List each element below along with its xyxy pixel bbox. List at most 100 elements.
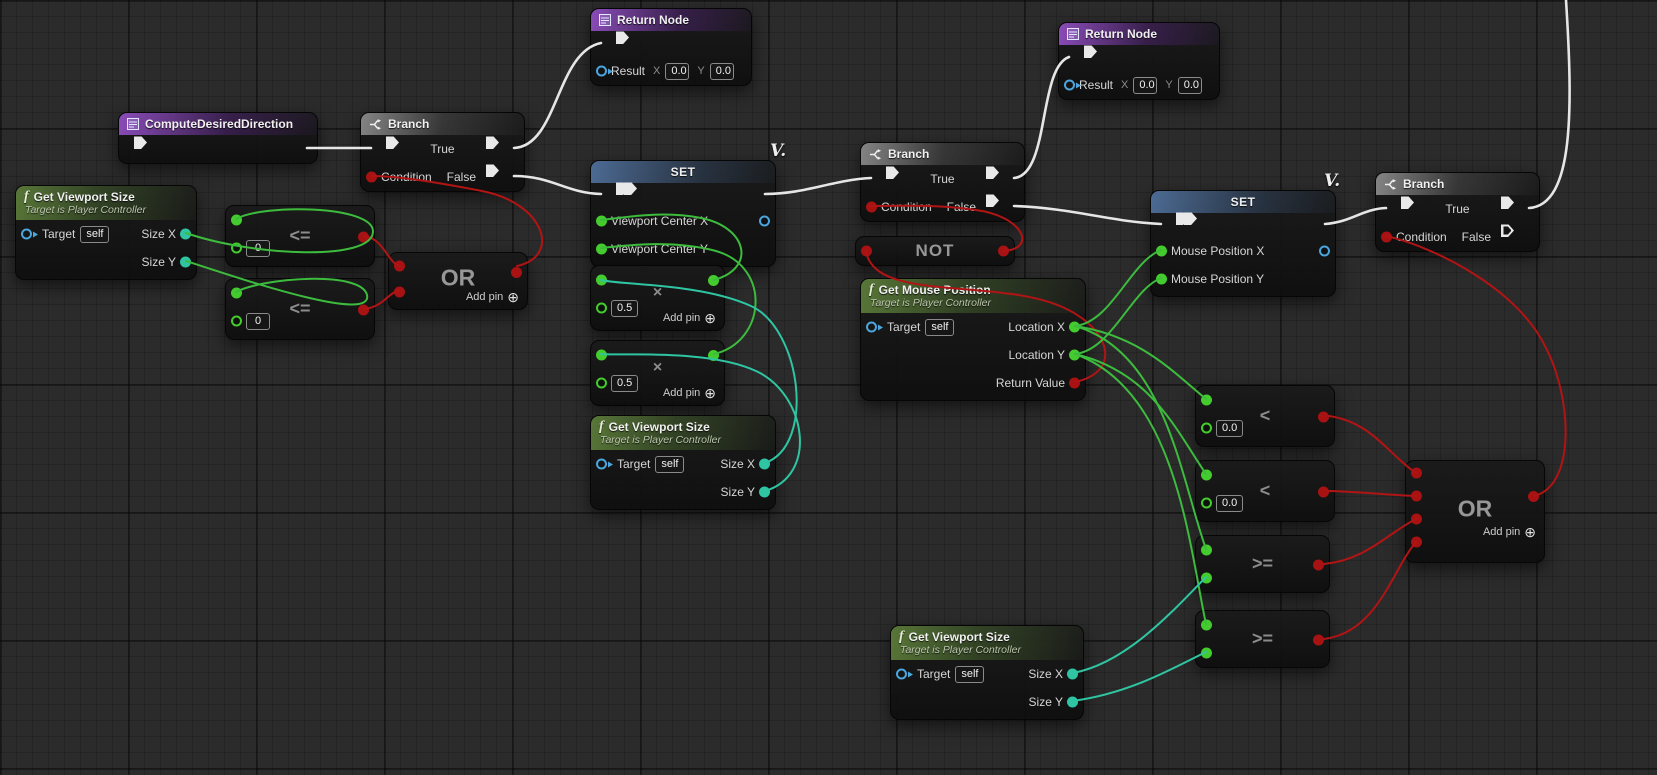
output-pin[interactable] [1528,491,1539,502]
input-3-pin[interactable] [1411,513,1422,524]
output-pin[interactable] [358,304,369,316]
output-pin[interactable] [1313,559,1324,571]
size-y-pin[interactable] [1067,696,1078,708]
output-pin[interactable] [511,267,522,278]
node-return-2[interactable]: Return Node Result X 0.0 Y 0.0 [1058,22,1220,100]
node-set-viewport-center[interactable]: SET Viewport Center X Viewport Center Y [590,160,776,267]
result-y-input[interactable]: 0.0 [709,62,734,80]
node-get-viewport-size-1[interactable]: f Get Viewport Size Target is Player Con… [15,185,197,280]
node-branch-2[interactable]: Branch True Condition False [860,142,1025,222]
size-x-pin[interactable] [180,228,191,240]
default-value-input[interactable]: 0 [246,312,270,330]
false-exec-out-pin[interactable] [985,194,999,207]
input-4-pin[interactable] [1411,536,1422,547]
input-a-pin[interactable] [1201,544,1212,556]
node-multiply-1[interactable]: 0.5 × Add pin ⊕ [590,265,725,331]
default-value-input[interactable]: 0 [246,239,270,257]
return-value-pin[interactable] [1069,377,1080,389]
condition-pin[interactable] [366,171,377,183]
input-a-pin[interactable] [596,274,607,286]
exec-out-pin[interactable] [134,136,147,149]
exec-in-pin[interactable] [1401,196,1414,209]
result-y-input[interactable]: 0.0 [1177,76,1202,94]
true-exec-out-pin[interactable] [1500,196,1514,209]
target-self-input[interactable]: self [955,665,985,683]
input-b-pin[interactable] [231,242,242,254]
add-pin-button[interactable]: Add pin ⊕ [1483,525,1536,539]
input-1-pin[interactable] [1411,467,1422,478]
node-branch-3[interactable]: Branch True Condition False [1375,172,1540,252]
input-a-pin[interactable] [596,349,607,361]
false-exec-out-pin[interactable] [1500,224,1514,237]
add-pin-button[interactable]: Add pin ⊕ [663,386,716,400]
input-b-pin[interactable] [1201,572,1212,584]
node-less-equal-1[interactable]: 0 <= [225,205,375,267]
exec-out-pin[interactable] [1184,212,1197,225]
false-exec-out-pin[interactable] [485,164,499,177]
node-or-1[interactable]: OR Add pin ⊕ [388,252,528,310]
condition-pin[interactable] [866,201,877,213]
target-pin[interactable] [596,458,613,470]
result-pin[interactable] [1064,79,1081,91]
target-pin[interactable] [896,668,913,680]
size-x-pin[interactable] [759,458,770,470]
exec-in-pin[interactable] [886,166,899,179]
node-or-2[interactable]: OR Add pin ⊕ [1405,460,1545,563]
node-greater-equal-2[interactable]: >= [1195,610,1330,668]
default-value-input[interactable]: 0.5 [611,374,639,392]
input-pin[interactable] [861,245,872,257]
result-x-input[interactable]: 0.0 [1133,76,1158,94]
output-pin[interactable] [708,275,719,286]
size-x-pin[interactable] [1067,668,1078,680]
node-branch-1[interactable]: Branch True Condition False [360,112,525,192]
input-1-pin[interactable] [394,260,405,272]
result-x-input[interactable]: 0.0 [665,62,690,80]
input-a-pin[interactable] [1201,394,1212,406]
location-y-pin[interactable] [1069,349,1080,361]
input-b-pin[interactable] [1201,422,1212,434]
node-multiply-2[interactable]: 0.5 × Add pin ⊕ [590,340,725,406]
exec-in-pin[interactable] [616,31,629,44]
node-not[interactable]: NOT [855,236,1015,266]
output-pin[interactable] [1318,411,1329,423]
target-self-input[interactable]: self [80,225,110,243]
output-pin[interactable] [708,350,719,361]
add-pin-button[interactable]: Add pin ⊕ [663,311,716,325]
output-pin[interactable] [1313,634,1324,646]
true-exec-out-pin[interactable] [985,166,999,179]
input-2-pin[interactable] [1411,490,1422,501]
input-a-pin[interactable] [1201,619,1212,631]
viewport-center-x-pin[interactable] [596,215,607,227]
target-self-input[interactable]: self [655,455,685,473]
exec-in-pin[interactable] [386,136,399,149]
condition-pin[interactable] [1381,231,1392,243]
output-pin[interactable] [358,231,369,243]
target-pin[interactable] [866,321,883,333]
node-less-than-2[interactable]: 0.0 < [1195,460,1335,522]
mouse-position-x-pin[interactable] [1156,245,1167,257]
input-b-pin[interactable] [1201,497,1212,509]
variable-out-pin[interactable] [759,215,770,227]
mouse-position-y-pin[interactable] [1156,273,1167,285]
default-value-input[interactable]: 0.0 [1216,494,1244,512]
node-compute-desired-direction[interactable]: ComputeDesiredDirection [118,112,318,164]
add-pin-button[interactable]: Add pin ⊕ [466,290,519,304]
size-y-pin[interactable] [180,256,191,268]
target-pin[interactable] [21,228,38,240]
variable-out-pin[interactable] [1319,245,1330,257]
input-a-pin[interactable] [1201,469,1212,481]
output-pin[interactable] [998,245,1009,257]
node-return-1[interactable]: Return Node Result X 0.0 Y 0.0 [590,8,752,86]
node-get-viewport-size-2[interactable]: f Get Viewport Size Target is Player Con… [590,415,776,510]
input-a-pin[interactable] [231,214,242,226]
node-greater-equal-1[interactable]: >= [1195,535,1330,593]
node-less-than-1[interactable]: 0.0 < [1195,385,1335,447]
input-b-pin[interactable] [1201,647,1212,659]
input-2-pin[interactable] [394,286,405,298]
location-x-pin[interactable] [1069,321,1080,333]
node-get-viewport-size-3[interactable]: f Get Viewport Size Target is Player Con… [890,625,1084,720]
target-self-input[interactable]: self [925,318,955,336]
node-less-equal-2[interactable]: 0 <= [225,278,375,340]
size-y-pin[interactable] [759,486,770,498]
output-pin[interactable] [1318,486,1329,498]
